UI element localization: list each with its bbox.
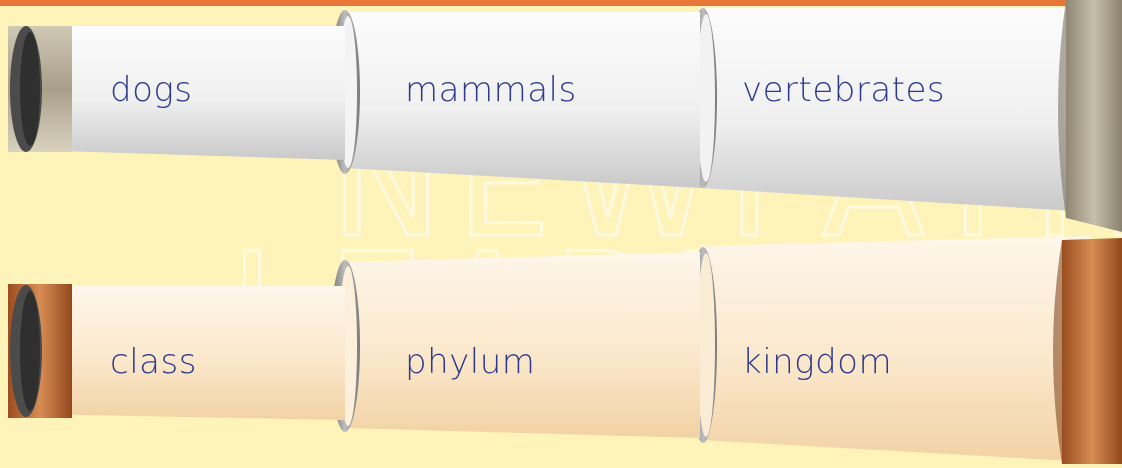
- label-dogs: dogs: [110, 70, 193, 110]
- label-phylum: phylum: [405, 342, 535, 382]
- label-class: class: [110, 342, 197, 382]
- top-end-cap: [1066, 0, 1122, 232]
- label-mammals: mammals: [405, 70, 577, 110]
- top-border: [0, 0, 1122, 6]
- label-vertebrates: vertebrates: [742, 70, 945, 110]
- label-kingdom: kingdom: [742, 342, 892, 382]
- bottom-end-cap: [1062, 238, 1122, 464]
- top-segment-large: [700, 8, 1090, 212]
